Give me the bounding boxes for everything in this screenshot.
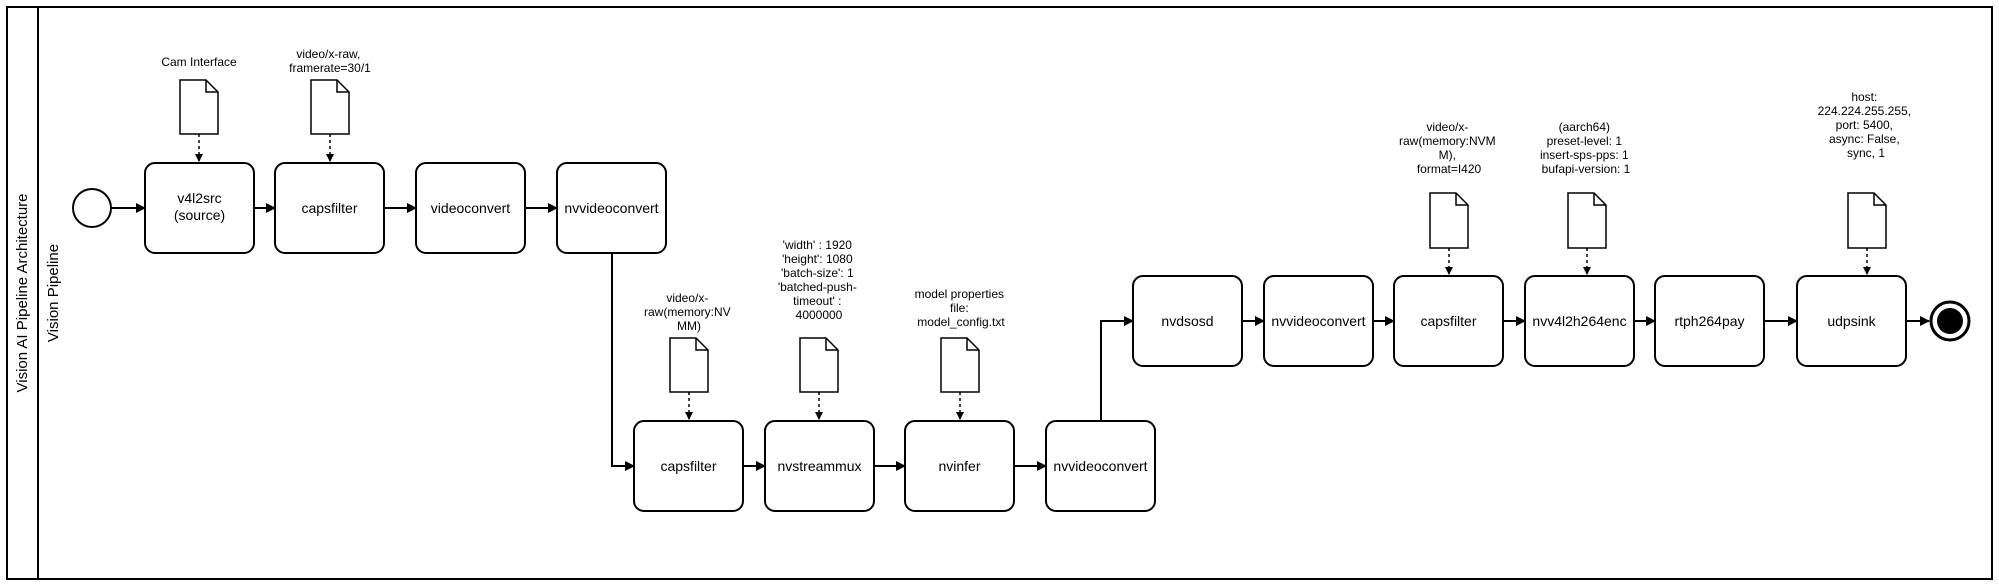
task-nvstreammux[interactable] bbox=[764, 420, 875, 512]
pool-frame bbox=[6, 6, 1993, 580]
annotation-caps-raw: video/x-raw, framerate=30/1 bbox=[289, 47, 371, 75]
task-label-capsfilter-2: capsfilter bbox=[660, 458, 716, 474]
task-label-nvdsosd: nvdsosd bbox=[1161, 313, 1213, 329]
document-fold bbox=[1593, 193, 1606, 206]
task-nvvideoconvert-2[interactable] bbox=[1045, 420, 1156, 512]
annotation-caps-i420: video/x- raw(memory:NVM M), format=I420 bbox=[1399, 120, 1499, 176]
task-boxes bbox=[144, 162, 1907, 512]
document-icon[interactable] bbox=[1567, 192, 1607, 249]
document-fold bbox=[1873, 193, 1886, 206]
task-nvinfer[interactable] bbox=[904, 420, 1015, 512]
document-fold bbox=[205, 80, 218, 93]
task-nvv4l2h264enc[interactable] bbox=[1524, 275, 1635, 367]
task-label-nvvideoconvert-2: nvvideoconvert bbox=[1053, 458, 1147, 474]
annotation-cam-interface: Cam Interface bbox=[161, 55, 237, 69]
document-icon[interactable] bbox=[179, 79, 219, 135]
lane-title: Vision Pipeline bbox=[45, 244, 62, 342]
pool-title: Vision AI Pipeline Architecture bbox=[14, 193, 31, 392]
task-videoconvert[interactable] bbox=[415, 162, 526, 254]
data-objects bbox=[179, 79, 1887, 393]
document-icon[interactable] bbox=[799, 337, 839, 393]
task-capsfilter-3[interactable] bbox=[1393, 275, 1504, 367]
document-fold bbox=[336, 80, 349, 93]
task-label-rtph264pay: rtph264pay bbox=[1674, 313, 1744, 329]
task-capsfilter-1[interactable] bbox=[274, 162, 385, 254]
task-label-capsfilter-1: capsfilter bbox=[301, 200, 357, 216]
flow-nvvideoconvert-to-capsfilter-2 bbox=[611, 253, 635, 471]
task-labels: v4l2src(source) capsfilter videoconvert … bbox=[174, 190, 1877, 474]
document-icon[interactable] bbox=[310, 79, 350, 135]
document-icon[interactable] bbox=[940, 337, 980, 393]
annotation-model-props: model properties file: model_config.txt bbox=[915, 287, 1008, 329]
task-label-videoconvert: videoconvert bbox=[431, 200, 510, 216]
document-fold bbox=[966, 338, 979, 351]
end-event-core bbox=[1937, 308, 1963, 334]
annotation-caps-nvmm: video/x- raw(memory:NV MM) bbox=[644, 291, 734, 333]
task-label-capsfilter-3: capsfilter bbox=[1420, 313, 1476, 329]
data-object-folds bbox=[205, 80, 1886, 351]
flow-nvvideoconvert-2-to-nvdsosd bbox=[1100, 316, 1134, 421]
start-event[interactable] bbox=[72, 188, 112, 228]
task-capsfilter-2[interactable] bbox=[633, 420, 744, 512]
data-associations bbox=[195, 134, 1871, 420]
annotation-enc-props: (aarch64) preset-level: 1 insert-sps-pps… bbox=[1540, 120, 1632, 176]
task-nvdsosd[interactable] bbox=[1132, 275, 1243, 367]
document-icon[interactable] bbox=[1847, 192, 1887, 249]
task-label-udpsink: udpsink bbox=[1827, 313, 1876, 329]
annotation-labels: Cam Interface video/x-raw, framerate=30/… bbox=[161, 47, 1915, 333]
annotation-sink-props: host: 224.224.255.255, port: 5400, async… bbox=[1818, 90, 1915, 160]
task-nvvideoconvert-3[interactable] bbox=[1263, 275, 1374, 367]
task-label-nvstreammux: nvstreammux bbox=[777, 458, 861, 474]
annotation-mux-props: 'width' : 1920 'height': 1080 'batch-siz… bbox=[778, 238, 860, 322]
sequence-flows bbox=[111, 203, 1930, 471]
task-label-nvvideoconvert-3: nvvideoconvert bbox=[1271, 313, 1365, 329]
document-fold bbox=[1455, 193, 1468, 206]
task-nvvideoconvert-1[interactable] bbox=[556, 162, 667, 254]
document-fold bbox=[695, 338, 708, 351]
task-udpsink[interactable] bbox=[1796, 275, 1907, 367]
task-label-v4l2src: v4l2src(source) bbox=[174, 190, 225, 223]
document-icon[interactable] bbox=[1429, 192, 1469, 249]
task-v4l2src[interactable] bbox=[144, 162, 255, 254]
task-rtph264pay[interactable] bbox=[1654, 275, 1765, 367]
task-label-nvvideoconvert-1: nvvideoconvert bbox=[564, 200, 658, 216]
document-icon[interactable] bbox=[669, 337, 709, 393]
document-fold bbox=[825, 338, 838, 351]
task-label-nvv4l2h264enc: nvv4l2h264enc bbox=[1532, 313, 1626, 329]
task-label-nvinfer: nvinfer bbox=[938, 458, 980, 474]
